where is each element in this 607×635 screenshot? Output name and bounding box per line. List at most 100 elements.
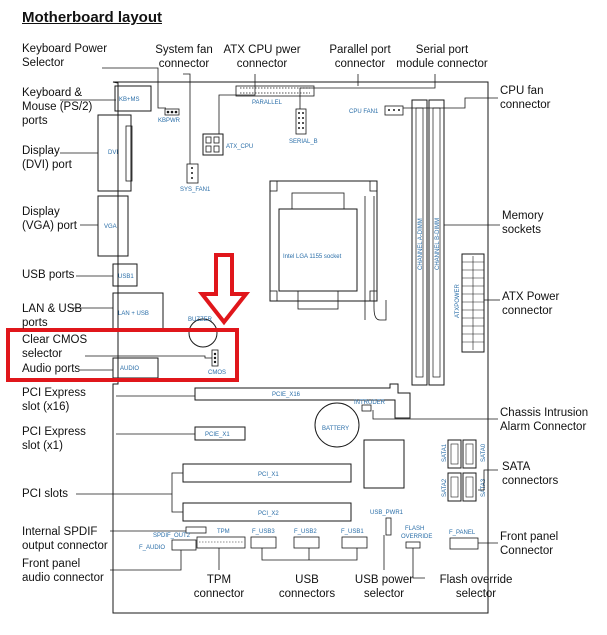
pcie-x1-slot: [194, 426, 246, 441]
callout-kb-mouse-ports: Keyboard & Mouse (PS/2) ports: [22, 87, 93, 127]
pcie-x16-slot: [194, 383, 411, 419]
dimm-a: [411, 99, 428, 386]
highlight-down-arrow: [197, 253, 251, 326]
sata1-port: [447, 439, 462, 469]
callout-atx-cpu-power: ATX CPU pwer connector: [223, 44, 301, 70]
cpu-socket: [278, 208, 358, 292]
parallel-pins: [240, 87, 310, 94]
usb1-port: [112, 263, 138, 287]
buzzer-silk: BUZZER: [188, 317, 213, 323]
battery: [314, 402, 360, 448]
callout-serial-port: Serial port module connector: [396, 44, 488, 70]
spdif-silk: SPDIF_OUT2: [153, 533, 191, 539]
channel-b-silk: CHANNEL B-DIMM: [435, 218, 441, 270]
parallel-header: [235, 85, 315, 97]
cpu-fan-silk: CPU FAN1: [349, 109, 379, 115]
callout-front-panel-audio: Front panel audio connector: [22, 558, 104, 584]
callout-display-dvi: Display (DVI) port: [22, 145, 72, 171]
sata3-port: [462, 472, 477, 502]
kbpwr-silk: KBPWR: [158, 118, 181, 124]
callout-usb-ports: USB ports: [22, 269, 75, 281]
channel-a-silk: CHANNEL A-DIMM: [418, 218, 424, 270]
atx-cpu-silk: ATX_CPU: [226, 144, 253, 150]
f-usb2-header: [293, 536, 320, 549]
clear-cmos-highlight: [6, 328, 239, 382]
flash-override-silk-1: FLASH: [405, 526, 424, 532]
callout-parallel-port: Parallel port connector: [329, 44, 391, 70]
callout-lan-usb-ports: LAN & USB ports: [22, 303, 83, 329]
pcie-x1-silk: PCIE_X1: [205, 432, 230, 438]
atx-cpu-header: [202, 133, 224, 156]
callout-pci-slots: PCI slots: [22, 488, 69, 500]
buzzer: [188, 318, 218, 348]
callout-display-vga: Display (VGA) port: [22, 206, 77, 232]
usb-pwr1-jumper: [385, 517, 392, 536]
f-usb1-header: [341, 536, 368, 549]
f-audio-header: [171, 539, 197, 551]
intruder-silk: INTRUDER: [354, 400, 386, 406]
sys-fan-silk: SYS_FAN1: [180, 187, 211, 193]
callout-chassis-intrusion: Chassis Intrusion Alarm Connector: [500, 407, 589, 433]
sata2-port: [447, 472, 462, 502]
f-usb1-silk: F_USB1: [341, 529, 364, 535]
atx-power-header: [461, 253, 485, 353]
tpm-header: [196, 536, 246, 549]
callout-internal-spdif: Internal SPDIF output connector: [22, 526, 108, 552]
serial-silk: SERIAL_B: [289, 139, 318, 145]
usb1-silk: USB1: [118, 274, 134, 280]
battery-silk: BATTERY: [322, 426, 349, 432]
kbms-port: [114, 85, 152, 112]
callout-cpu-fan: CPU fan connector: [500, 85, 551, 111]
flash-override-jumper: [405, 541, 421, 549]
cmos-silk: CMOS: [208, 370, 226, 376]
callout-audio-ports: Audio ports: [22, 363, 81, 375]
flash-override-silk-2: OVERRIDE: [401, 534, 432, 540]
chipset: [363, 439, 405, 489]
callout-front-panel: Front panel Connector: [500, 531, 559, 557]
sata1-silk: SATA1: [442, 443, 448, 462]
callout-clear-cmos: Clear CMOS selector: [22, 334, 88, 360]
f-audio-silk: F_AUDIO: [139, 545, 165, 551]
callout-usb-connectors: USB connectors: [278, 574, 336, 600]
usb-pwr1-silk: USB_PWR1: [370, 510, 404, 516]
sata0-silk: SATA0: [481, 443, 487, 462]
parallel-silk: PARALLEL: [252, 100, 283, 106]
pci-x2-silk: PCI_X2: [258, 511, 279, 517]
kbms-silk: KB+MS: [119, 97, 140, 103]
f-usb2-silk: F_USB2: [294, 529, 317, 535]
dvi-silk: DVI: [108, 150, 118, 156]
sata2-silk: SATA2: [442, 478, 448, 497]
cpu-socket-frame: [269, 180, 378, 302]
callout-system-fan: System fan connector: [155, 44, 213, 70]
pci-x1-silk: PCI_X1: [258, 472, 279, 478]
socket-silk: Intel LGA 1155 socket: [283, 254, 342, 260]
kbpwr-jumper: [164, 108, 180, 116]
lan-usb-silk: LAN + USB: [118, 311, 149, 317]
callout-keyboard-power-selector: Keyboard Power Selector: [22, 43, 108, 69]
callout-flash-override: Flash override selector: [439, 574, 513, 600]
sata0-port: [462, 439, 477, 469]
f-usb3-header: [250, 536, 277, 549]
board-outline: [112, 81, 489, 614]
dimm-b: [428, 99, 445, 386]
callout-tpm: TPM connector: [193, 574, 245, 600]
vga-silk: VGA: [104, 224, 117, 230]
f-usb3-silk: F_USB3: [252, 529, 275, 535]
atxpower-silk: ATXPOWER: [455, 283, 461, 318]
f-panel-silk: F_PANEL: [449, 530, 476, 536]
intruder-header: [361, 404, 372, 412]
callout-pcie-x1: PCI Express slot (x1): [22, 426, 86, 452]
callout-memory-sockets: Memory sockets: [502, 210, 544, 236]
page-title: Motherboard layout: [22, 9, 163, 26]
audio-silk: AUDIO: [120, 366, 139, 372]
vga-port: [97, 195, 129, 257]
pcie-x16-silk: PCIE_X16: [272, 392, 301, 398]
leader-lines: [60, 67, 500, 579]
f-panel-header: [449, 537, 479, 550]
serial-header: [295, 108, 307, 135]
sys-fan-header: [186, 163, 199, 184]
spdif-header: [185, 526, 207, 534]
callout-atx-power: ATX Power connector: [502, 291, 560, 317]
callout-sata: SATA connectors: [502, 461, 559, 487]
